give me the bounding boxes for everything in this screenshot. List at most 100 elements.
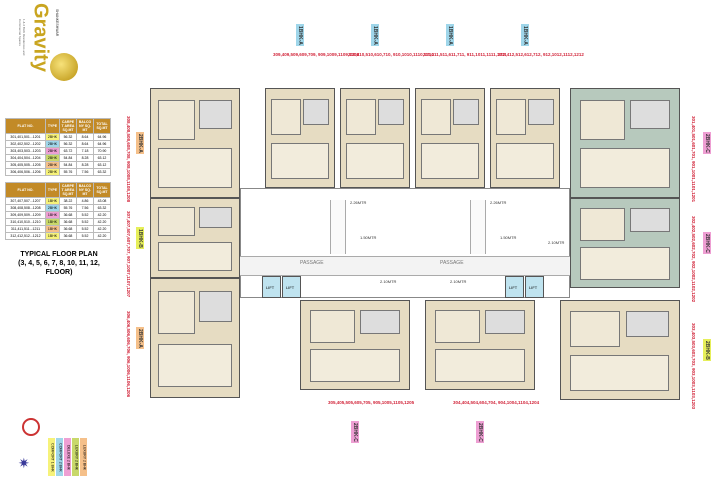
- bedroom: [421, 98, 451, 136]
- unit-type-tag: 1BHK-A: [371, 24, 379, 46]
- unit-type-tag: 1BHK-A: [446, 24, 454, 46]
- dimension-label: 1.50MTR: [500, 235, 517, 240]
- dimension-label: 2.26MTR: [350, 200, 367, 205]
- toilet: [630, 99, 671, 129]
- fire-safety-logo: [22, 418, 40, 436]
- plan-title: TYPICAL FLOOR PLAN (3, 4, 5, 6, 7, 8, 10…: [5, 250, 113, 277]
- unit-1bhk-a[interactable]: [490, 88, 560, 188]
- unit-1bhk-a[interactable]: [340, 88, 410, 188]
- lift-label: LIFT: [286, 285, 295, 290]
- living-room: [579, 247, 671, 281]
- flat-numbers: 301,401,501,601,701, 901,1001,1101,1201: [691, 116, 696, 203]
- globe-icon: [50, 53, 78, 81]
- bedroom: [158, 99, 196, 140]
- lift[interactable]: LIFT: [525, 276, 544, 298]
- toilet: [303, 98, 330, 126]
- toilet: [199, 99, 233, 129]
- unit-1bhk-a[interactable]: [265, 88, 335, 188]
- legend-item: COMFORT 1 BHK: [48, 438, 55, 476]
- brand-logo: Gravity SHANKESHWAR 1 & 2 BHK Residences…: [0, 0, 90, 85]
- table-cell: 42.20: [93, 232, 111, 240]
- unit-type-tag: 2BHK-C: [703, 232, 711, 254]
- toilet: [199, 206, 233, 229]
- living-room: [346, 142, 405, 180]
- lift-label: LIFT: [266, 285, 275, 290]
- living-room: [309, 349, 401, 383]
- toilet: [453, 98, 480, 126]
- lift[interactable]: LIFT: [505, 276, 524, 298]
- living-room: [434, 349, 526, 383]
- unit-right[interactable]: [560, 300, 680, 400]
- unit-left[interactable]: [150, 88, 240, 198]
- bedroom: [579, 99, 625, 140]
- unit-type-tag: 2BHK-A: [136, 132, 144, 154]
- table-header: FLAT NO.: [5, 182, 46, 198]
- compass-icon: ✷: [18, 455, 30, 471]
- unit-2bhk-c[interactable]: [425, 300, 535, 390]
- toilet: [485, 309, 526, 334]
- unit-type-tag: 1BHK-B: [136, 227, 144, 249]
- legend-item: LUXURY 2 BHK: [80, 438, 87, 476]
- passage: [240, 256, 570, 276]
- unit-type-tag: 2BHK-A: [136, 327, 144, 349]
- lift-label: LIFT: [529, 285, 538, 290]
- passage-label: PASSAGE: [300, 260, 324, 266]
- unit-right[interactable]: [570, 88, 680, 198]
- bedroom: [434, 309, 480, 343]
- table-header: TOTAL SQ.MT: [93, 118, 111, 134]
- corridor-arm: [330, 200, 346, 254]
- unit-right[interactable]: [570, 198, 680, 288]
- passage-label: PASSAGE: [440, 260, 464, 266]
- bedroom: [579, 207, 625, 241]
- bedroom: [158, 206, 196, 237]
- flat-numbers: 307,407,507,607,707, 907,1007,1107,1207: [126, 211, 131, 298]
- unit-left[interactable]: [150, 198, 240, 278]
- dimension-label: 2.26MTR: [490, 200, 507, 205]
- flat-numbers: 310,410,510,610,710, 910,1010,1110,1210: [348, 52, 434, 57]
- table-cell: 63.32: [93, 168, 111, 176]
- unit-type-tag: 1BHK-A: [521, 24, 529, 46]
- unit-1bhk-a[interactable]: [415, 88, 485, 188]
- unit-type-tag: 1BHK-A: [296, 24, 304, 46]
- toilet: [199, 290, 233, 323]
- flat-numbers: 304,404,504,604,704, 904,1004,1104,1204: [453, 400, 540, 405]
- legend-item: COMFORT 2 BHK: [56, 438, 63, 476]
- living-room: [570, 354, 670, 392]
- unit-left[interactable]: [150, 278, 240, 398]
- lift-label: LIFT: [509, 285, 518, 290]
- unit-2bhk-c[interactable]: [300, 300, 410, 390]
- title-line-2: (3, 4, 5, 6, 7, 8, 10, 11, 12, FLOOR): [18, 260, 100, 276]
- bedroom: [346, 98, 376, 136]
- dimension-label: 2.10MTR: [380, 279, 397, 284]
- toilet: [625, 310, 670, 338]
- flat-numbers: 303,403,503,603,703, 903,1003,1103,1203: [691, 323, 696, 410]
- bedroom: [496, 98, 526, 136]
- table-header: TOTAL SQ.MT: [93, 182, 111, 198]
- legend-item: LUXURY 2 BHK: [72, 438, 79, 476]
- unit-type-tag: 2BHK-C: [476, 421, 484, 443]
- bedroom: [271, 98, 301, 136]
- table-header: CARPET AREA SQ.MT: [59, 118, 77, 134]
- unit-type-tag: 2BHK-C: [703, 132, 711, 154]
- bedroom: [158, 290, 196, 335]
- table-header: BALCONY SQ.MT: [76, 118, 94, 134]
- toilet: [378, 98, 405, 126]
- living-room: [496, 142, 555, 180]
- unit-type-tag: 2BHK-C: [351, 421, 359, 443]
- living-room: [158, 241, 233, 272]
- dimension-label: 2.10MTR: [450, 279, 467, 284]
- flat-numbers: 306,406,506,606,706, 906,1006,1106,1206: [126, 311, 131, 398]
- flat-numbers: 302,402,502,602,702, 902,1002,1102,1202: [691, 216, 696, 303]
- lift[interactable]: LIFT: [282, 276, 301, 298]
- lift[interactable]: LIFT: [262, 276, 281, 298]
- unit-type-tag: 2BHK-B: [703, 339, 711, 361]
- legend-item: DELUXE 2 BHK: [64, 438, 71, 476]
